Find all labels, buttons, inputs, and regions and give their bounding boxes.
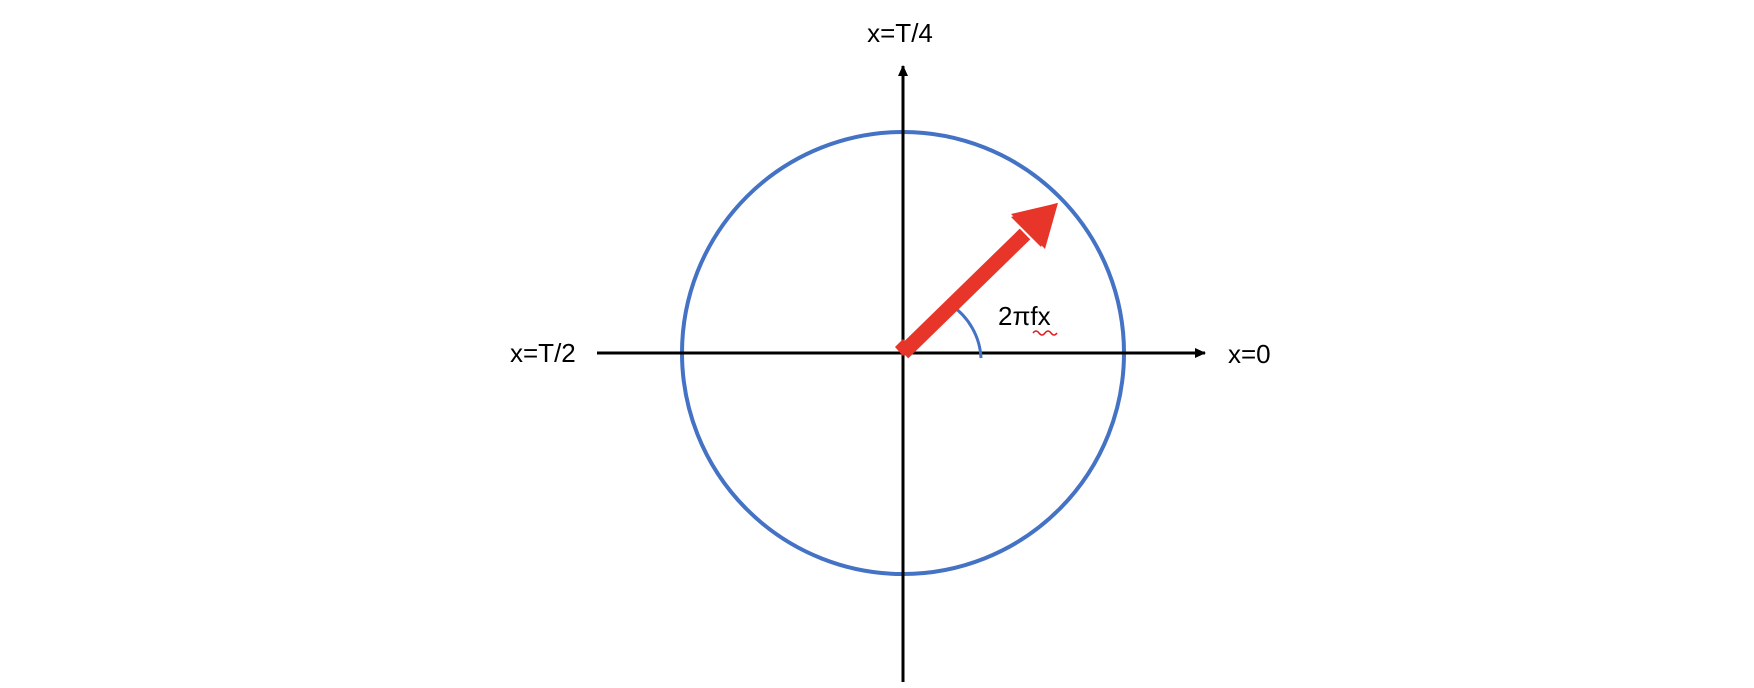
spell-underline [1032,330,1058,336]
angle-arc [950,303,983,359]
label-left: x=T/2 [510,338,576,368]
label-top: x=T/4 [867,18,933,48]
label-angle: 2πfx [998,301,1051,331]
phasor-arrow [895,203,1058,359]
label-right: x=0 [1228,339,1271,369]
